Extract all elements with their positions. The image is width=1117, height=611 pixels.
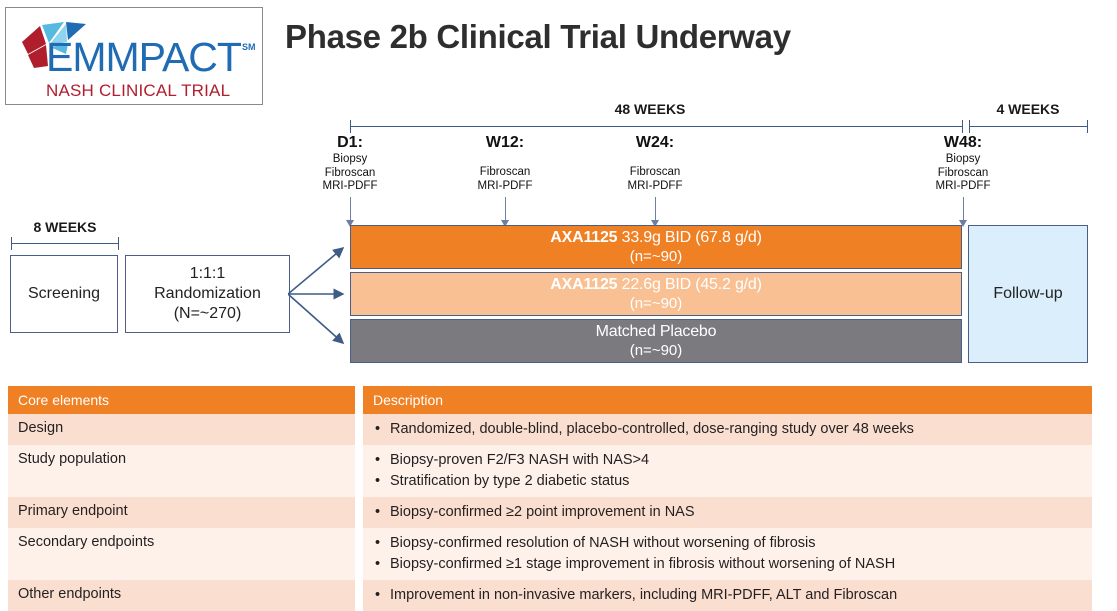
row-items-other-endpoints: Improvement in non-invasive markers, inc…: [373, 585, 1082, 606]
list-item: Biopsy-confirmed resolution of NASH with…: [373, 533, 1082, 554]
table-column-gap: [355, 497, 363, 528]
table-row: Design Randomized, double-blind, placebo…: [8, 414, 1092, 445]
table-row: Primary endpoint Biopsy-confirmed ≥2 poi…: [8, 497, 1092, 528]
milestone-details-w12: Fibroscan MRI-PDFF: [477, 166, 533, 192]
list-item: Stratification by type 2 diabetic status: [373, 471, 1082, 492]
arm-low-dose-drug: AXA1125: [550, 276, 618, 293]
tick-start-8: [11, 237, 12, 250]
arm-placebo-label: Matched Placebo: [595, 323, 717, 340]
row-items-study-population: Biopsy-proven F2/F3 NASH with NAS>4 Stra…: [373, 450, 1082, 492]
milestone-arrow-line-w48: [963, 197, 964, 221]
timeline-rule-48: [350, 126, 963, 127]
logo-wordmark: EMMPACT: [46, 34, 242, 80]
milestone-details-w48: Biopsy Fibroscan MRI-PDFF: [935, 153, 991, 192]
treatment-arm-low-dose: AXA1125 22.6g BID (45.2 g/d) (n=~90): [350, 272, 962, 316]
row-items-secondary-endpoints: Biopsy-confirmed resolution of NASH with…: [373, 533, 1082, 575]
table-column-gap: [355, 414, 363, 445]
milestone-arrow-head-w24: [651, 220, 659, 227]
table-row: Secondary endpoints Biopsy-confirmed res…: [8, 528, 1092, 580]
arm-low-dose-line1: AXA1125 22.6g BID (45.2 g/d): [550, 275, 762, 294]
row-label-secondary-endpoints: Secondary endpoints: [18, 534, 155, 550]
arm-high-dose-n: (n=~90): [629, 248, 683, 265]
table-column-gap: [355, 386, 363, 414]
list-item: Biopsy-confirmed ≥1 stage improvement in…: [373, 554, 1082, 575]
milestone-arrow-line-d1: [350, 197, 351, 221]
row-items-design: Randomized, double-blind, placebo-contro…: [373, 419, 1082, 440]
arm-low-dose-n: (n=~90): [629, 295, 683, 312]
row-items-primary-endpoint: Biopsy-confirmed ≥2 point improvement in…: [373, 502, 1082, 523]
table-column-gap: [355, 445, 363, 497]
span-label-8-weeks: 8 WEEKS: [33, 219, 97, 235]
arm-placebo-n: (n=~90): [629, 342, 683, 359]
randomization-box: 1:1:1 Randomization (N=~270): [125, 255, 290, 333]
span-label-4-weeks: 4 WEEKS: [996, 101, 1060, 117]
logo-subtitle: NASH CLINICAL TRIAL: [46, 81, 231, 100]
list-item: Biopsy-proven F2/F3 NASH with NAS>4: [373, 450, 1082, 471]
timeline-rule-4: [969, 126, 1088, 127]
treatment-arm-placebo: Matched Placebo (n=~90): [350, 319, 962, 363]
tick-end-8: [118, 237, 119, 250]
emmpact-logo-box: EMMPACT SM NASH CLINICAL TRIAL: [5, 7, 263, 105]
table-header-row: Core elements Description: [8, 386, 1092, 414]
liver-facets-icon: [20, 20, 96, 74]
table-header-core-elements: Core elements: [8, 386, 355, 414]
milestone-arrow-head-w12: [501, 220, 509, 227]
logo-service-mark: SM: [242, 42, 256, 52]
arm-low-dose-dose: 22.6g BID (45.2 g/d): [621, 276, 762, 293]
milestone-heading-d1: D1:: [337, 134, 363, 151]
milestone-heading-w12: W12:: [485, 134, 525, 151]
table-header-description: Description: [363, 386, 1092, 414]
treatment-arm-high-dose: AXA1125 33.9g BID (67.8 g/d) (n=~90): [350, 225, 962, 269]
tick-start-48: [350, 120, 351, 133]
table-column-gap: [355, 580, 363, 611]
span-label-48-weeks: 48 WEEKS: [614, 101, 686, 117]
milestone-heading-w48: W48:: [943, 134, 983, 151]
timeline-rule-8: [11, 243, 119, 244]
arm-high-dose-drug: AXA1125: [550, 229, 618, 246]
milestone-arrow-line-w12: [505, 197, 506, 221]
row-label-other-endpoints: Other endpoints: [18, 586, 122, 602]
arm-high-dose-dose: 33.9g BID (67.8 g/d): [621, 229, 762, 246]
arm-high-dose-line1: AXA1125 33.9g BID (67.8 g/d): [550, 228, 762, 247]
randomization-branch-arrows: [287, 225, 354, 365]
core-elements-table: Core elements Description Design Randomi…: [8, 386, 1092, 611]
milestone-arrow-line-w24: [655, 197, 656, 221]
followup-box: Follow-up: [968, 225, 1088, 363]
table-row: Study population Biopsy-proven F2/F3 NAS…: [8, 445, 1092, 497]
page-title: Phase 2b Clinical Trial Underway: [285, 18, 791, 55]
tick-start-4: [969, 120, 970, 133]
row-label-primary-endpoint: Primary endpoint: [18, 503, 128, 519]
tick-end-48: [962, 120, 963, 133]
table-column-gap: [355, 528, 363, 580]
milestone-heading-w24: W24:: [635, 134, 675, 151]
table-row: Other endpoints Improvement in non-invas…: [8, 580, 1092, 611]
milestone-arrow-head-w48: [959, 220, 967, 227]
tick-end-4: [1087, 120, 1088, 133]
milestone-arrow-head-d1: [346, 220, 354, 227]
milestone-details-w24: Fibroscan MRI-PDFF: [627, 166, 683, 192]
row-label-design: Design: [18, 420, 64, 436]
screening-box: Screening: [10, 255, 118, 333]
milestone-details-d1: Biopsy Fibroscan MRI-PDFF: [322, 153, 378, 192]
list-item: Biopsy-confirmed ≥2 point improvement in…: [373, 502, 1082, 523]
list-item: Improvement in non-invasive markers, inc…: [373, 585, 1082, 606]
row-label-study-population: Study population: [18, 451, 127, 467]
list-item: Randomized, double-blind, placebo-contro…: [373, 419, 1082, 440]
